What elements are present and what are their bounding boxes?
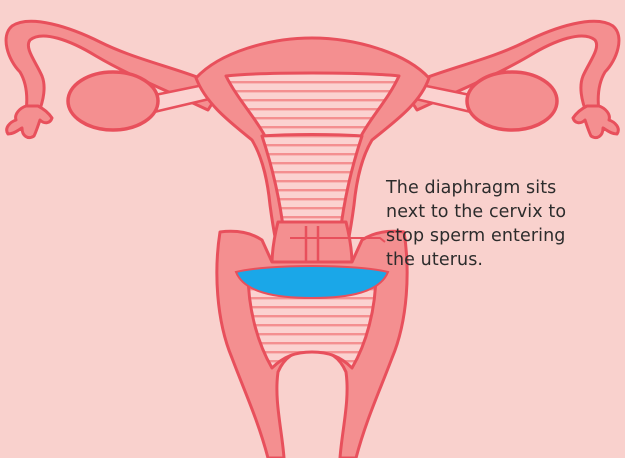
caption-line-2: next to the cervix to — [386, 200, 616, 224]
annotation-caption: The diaphragm sits next to the cervix to… — [386, 176, 616, 272]
caption-line-3: stop sperm entering — [386, 224, 616, 248]
ovary-right — [467, 72, 557, 130]
ovary-left — [68, 72, 158, 130]
caption-line-1: The diaphragm sits — [386, 176, 616, 200]
cervix — [272, 222, 352, 264]
caption-line-4: the uterus. — [386, 248, 616, 272]
